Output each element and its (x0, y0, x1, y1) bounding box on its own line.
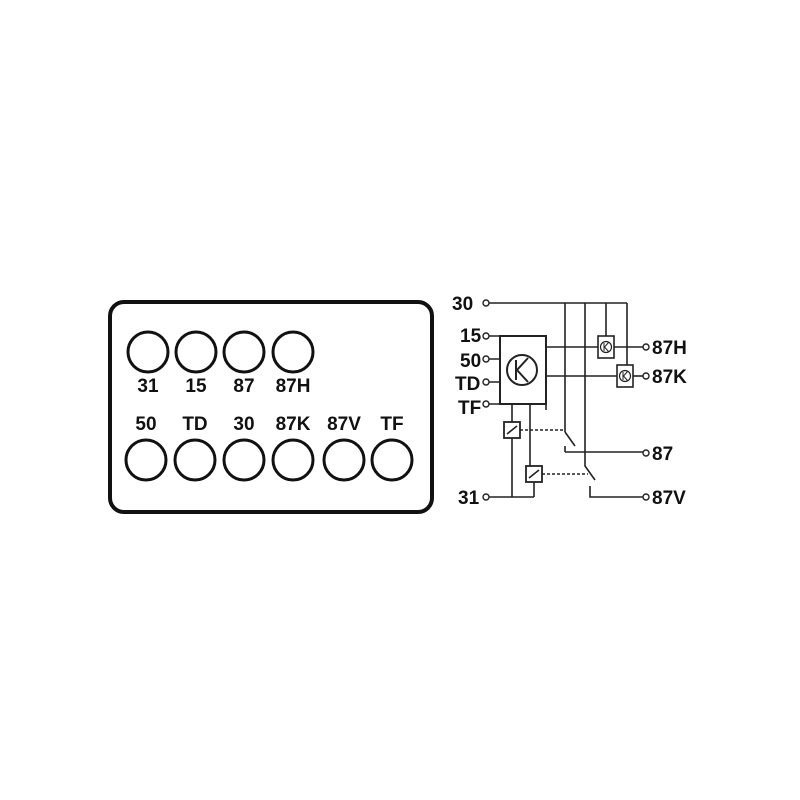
terminal-label-87h: 87H (652, 338, 687, 359)
connector-pin-icon (126, 330, 170, 374)
terminal-label-87: 87 (652, 444, 673, 465)
terminal-label-15: 15 (460, 326, 482, 347)
wire-cu-outputs (546, 346, 617, 377)
terminal-node-icon (482, 355, 490, 363)
connector-pin-icon (222, 330, 266, 374)
pin-87: 87 (222, 330, 266, 397)
wire-30-bus (489, 302, 628, 432)
wire-inputs (489, 335, 500, 405)
pin-label: 87H (276, 376, 311, 397)
pin-label: 30 (233, 414, 254, 435)
relay-k-symbol (622, 370, 629, 382)
pin-50: 50 (124, 414, 168, 482)
relay-coil-icon (618, 369, 632, 383)
relay-k-symbol (603, 341, 610, 353)
connector-pin-icon (222, 438, 266, 482)
pin-30: 30 (222, 414, 266, 482)
terminal-node-icon (642, 493, 650, 501)
pin-label: TD (182, 414, 207, 435)
pin-87h: 87H (271, 330, 315, 397)
pin-label: TF (380, 414, 403, 435)
connector-pin-icon (124, 438, 168, 482)
terminal-label-30: 30 (452, 294, 473, 315)
pin-label: 87V (327, 414, 361, 435)
terminal-node-icon (482, 299, 490, 307)
relay-coil-icon (599, 340, 613, 354)
terminal-node-icon (642, 449, 650, 457)
control-unit-icon (506, 354, 538, 386)
connector-housing (108, 300, 434, 514)
connector-pin-icon (322, 438, 366, 482)
terminal-label-td: TD (455, 374, 480, 395)
pin-31: 31 (126, 330, 170, 397)
terminal-label-31: 31 (458, 488, 480, 509)
terminal-label-87k: 87K (652, 367, 687, 388)
connector-top-row: 31 15 87 87H (126, 330, 315, 397)
pin-87v: 87V (322, 414, 366, 482)
pin-15: 15 (174, 330, 218, 397)
connector-pin-icon (173, 438, 217, 482)
schematic: 30 15 50 TD TF 31 87H 87K 87 87V (452, 294, 687, 509)
terminal-node-icon (642, 343, 650, 351)
pin-87k: 87K (271, 414, 315, 482)
switch-contact-icon (584, 303, 643, 498)
terminal-node-icon (482, 378, 490, 386)
coil-slash (528, 469, 540, 479)
connector-pin-icon (271, 330, 315, 374)
pin-td: TD (173, 414, 217, 482)
pin-label: 15 (185, 376, 207, 397)
control-unit-k-symbol (515, 357, 529, 383)
terminal-node-icon (482, 400, 490, 408)
terminal-label-87v: 87V (652, 488, 686, 509)
coil-slash (506, 425, 518, 435)
connector-bottom-row: 50 TD 30 87K 87V TF (124, 414, 414, 482)
pin-label: 87K (276, 414, 311, 435)
terminal-label-50: 50 (460, 351, 481, 372)
connector-pin-icon (174, 330, 218, 374)
pin-label: 50 (135, 414, 156, 435)
pin-tf: TF (370, 414, 414, 482)
terminal-node-icon (482, 493, 490, 501)
terminal-node-icon (482, 332, 490, 340)
pin-label: 87 (233, 376, 254, 397)
connector-pin-icon (271, 438, 315, 482)
wire-coil2-feed (529, 404, 547, 466)
terminal-label-tf: TF (458, 398, 481, 419)
connector-pin-icon (370, 438, 414, 482)
pin-label: 31 (137, 376, 159, 397)
switch-contact-icon (564, 431, 643, 453)
terminal-node-icon (642, 372, 650, 380)
